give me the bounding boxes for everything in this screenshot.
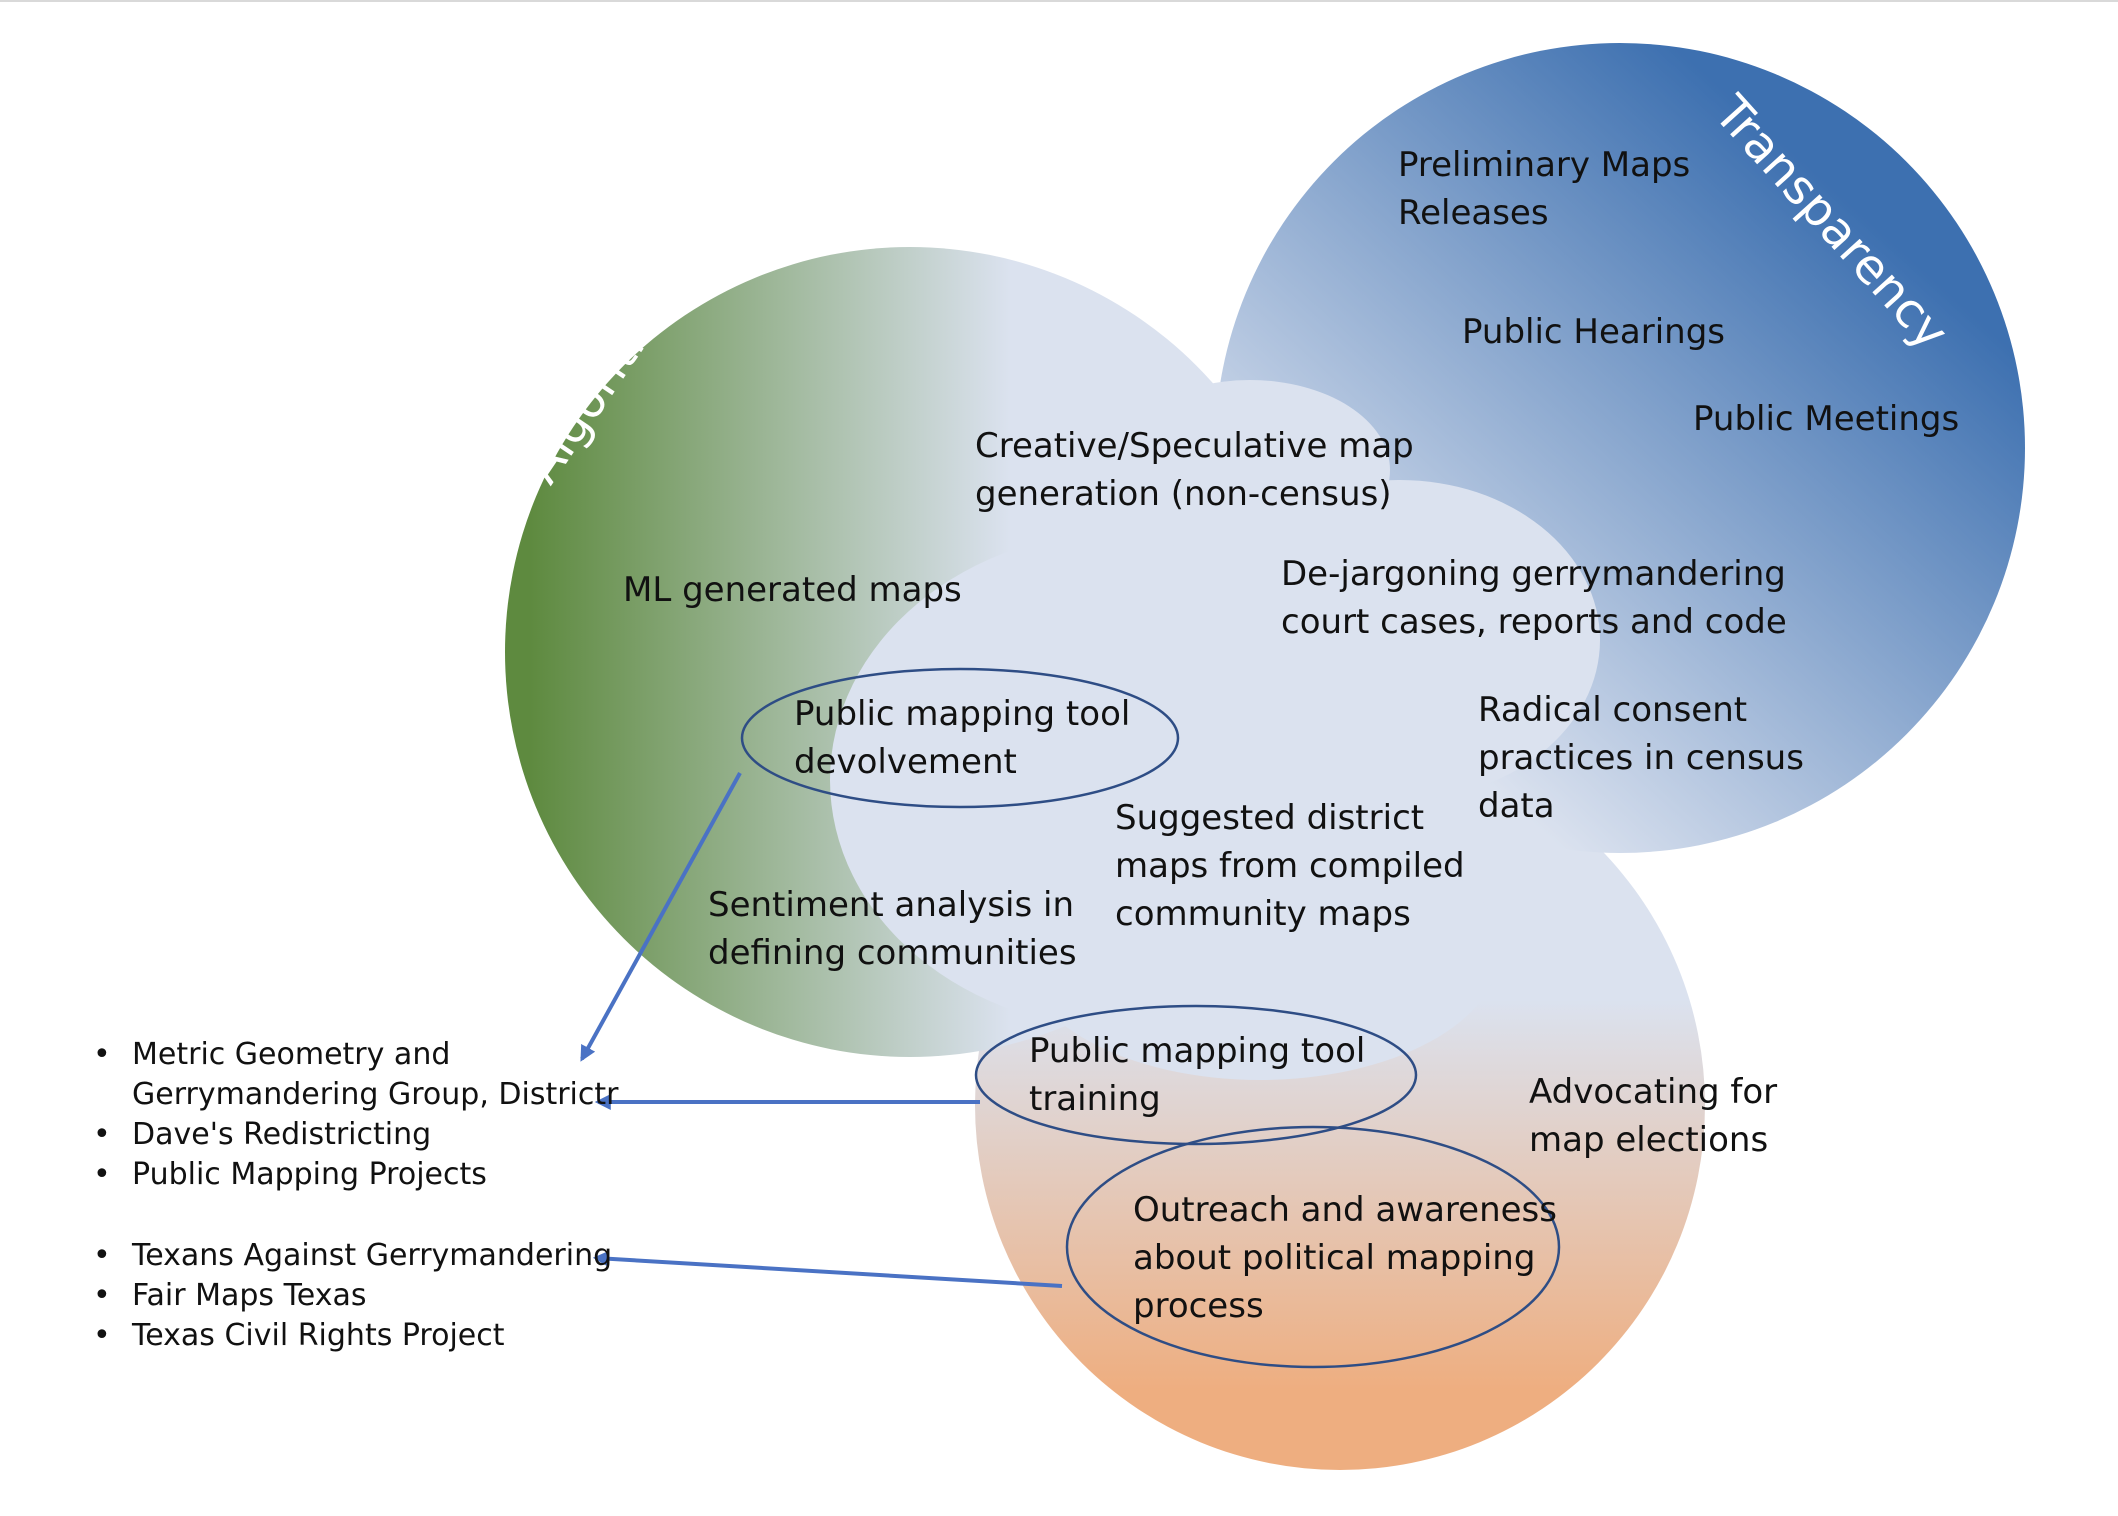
tool-devolvement-label: Public mapping tool devolvement bbox=[794, 694, 1131, 782]
outreach-label: Outreach and awareness about political m… bbox=[1133, 1190, 1557, 1326]
list-item: Texans Against Gerrymandering bbox=[93, 1236, 653, 1276]
devolvement-arrow bbox=[580, 772, 742, 1062]
radical-consent-label: Radical consent practices in census data bbox=[1478, 690, 1804, 826]
outreach-organizations-list: Texans Against Gerrymandering Fair Maps … bbox=[93, 1236, 653, 1356]
tool-devolvement-ellipse bbox=[740, 667, 1180, 809]
public-hearings-label: Public Hearings bbox=[1462, 312, 1726, 352]
advocating-label: Advocating for map elections bbox=[1529, 1072, 1778, 1160]
top-divider bbox=[0, 0, 2118, 2]
dejargoning-label: De-jargoning gerrymandering court cases,… bbox=[1281, 554, 1787, 642]
public-meetings-label: Public Meetings bbox=[1693, 399, 1960, 439]
creative-map-generation-label: Creative/Speculative map generation (non… bbox=[975, 426, 1414, 514]
list-item: Texas Civil Rights Project bbox=[93, 1316, 653, 1356]
sentiment-analysis-label: Sentiment analysis in defining communiti… bbox=[708, 885, 1077, 973]
list-item: Public Mapping Projects bbox=[93, 1155, 653, 1195]
preliminary-maps-label: Preliminary Maps Releases bbox=[1398, 145, 1691, 233]
tool-training-label: Public mapping tool training bbox=[1029, 1031, 1366, 1119]
list-item: Metric Geometry and Gerrymandering Group… bbox=[93, 1035, 653, 1115]
list-item: Fair Maps Texas bbox=[93, 1276, 653, 1316]
suggested-maps-label: Suggested district maps from compiled co… bbox=[1115, 798, 1465, 934]
outreach-arrow bbox=[592, 1250, 1063, 1288]
outreach-ellipse bbox=[1065, 1125, 1561, 1369]
tool-training-ellipse bbox=[974, 1004, 1418, 1146]
tool-organizations-list: Metric Geometry and Gerrymandering Group… bbox=[93, 1035, 653, 1195]
ml-generated-maps-label: ML generated maps bbox=[623, 570, 962, 610]
list-item: Dave's Redistricting bbox=[93, 1115, 653, 1155]
